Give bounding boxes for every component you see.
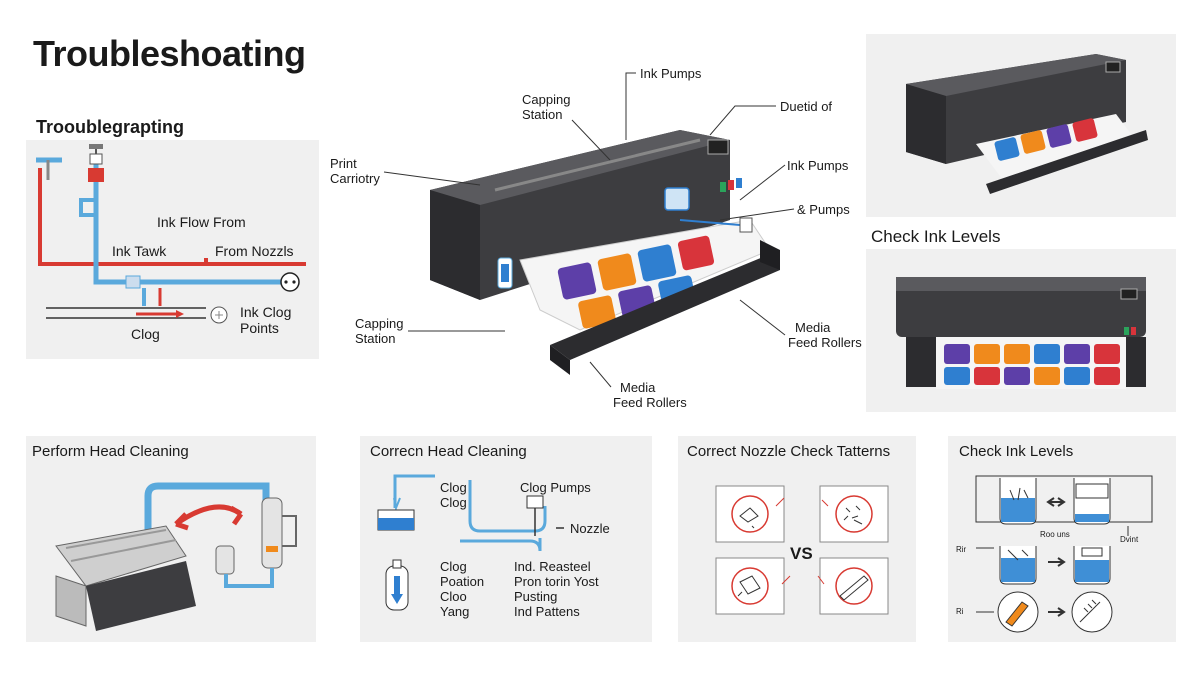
list-item: Ind Pattens — [514, 604, 580, 619]
label-capping-bot-1: Capping — [355, 316, 404, 331]
label-ink-clog: Ink Clog — [240, 304, 292, 320]
list-item: Pron torin Yost — [514, 574, 599, 589]
vs-label: VS — [790, 544, 813, 563]
ink-levels-small-3: Rir — [956, 545, 967, 554]
printer-photo-top-panel — [866, 34, 1176, 217]
label-media-bot-2: Feed Rollers — [613, 395, 687, 410]
label-media-right-2: Feed Rollers — [788, 335, 862, 350]
check-ink-levels-label-right: Check Ink Levels — [871, 227, 1001, 246]
label-ink-pumps-top: Ink Pumps — [640, 66, 702, 81]
list-item: Pusting — [514, 589, 558, 604]
list-item: Yang — [440, 604, 470, 619]
ink-levels-diagram — [975, 475, 1153, 633]
head-cleaning-illustration — [55, 482, 297, 631]
label-capping-top-1: Capping — [522, 92, 571, 107]
printer-illustration — [430, 130, 780, 375]
ink-levels-small-1: Roo uns — [1040, 530, 1070, 539]
correcn-head-cleaning-title: Correcn Head Cleaning — [370, 443, 527, 460]
label-and-pumps: & Pumps — [797, 202, 850, 217]
label-capping-bot-2: Station — [355, 331, 396, 346]
label-duetid: Duetid of — [780, 99, 833, 114]
nozzle-check-diagram — [715, 485, 889, 615]
ink-flow-diagram — [36, 144, 306, 324]
list-item: Clog — [440, 559, 467, 574]
label-ink-tawk: Ink Tawk — [112, 243, 167, 259]
correcn-clog-2: Clog — [440, 495, 467, 510]
perform-head-cleaning-title: Perform Head Cleaning — [32, 443, 189, 460]
check-ink-levels-title: Check Ink Levels — [959, 443, 1074, 460]
ink-flow-panel: Ink Flow From Ink Tawk From Nozzls Ink C… — [26, 140, 319, 359]
correcn-head-cleaning-panel: Correcn Head Cleaning Clog Clog Clog Pum… — [360, 436, 652, 642]
label-points: Points — [240, 320, 279, 336]
nozzle-check-title: Correct Nozzle Check Tatterns — [687, 443, 891, 460]
label-media-bot-1: Media — [620, 380, 656, 395]
label-print-2: Carriotry — [330, 171, 380, 186]
correcn-list-left: Clog Poation Cloo Yang — [440, 559, 484, 619]
correcn-diagram — [377, 474, 564, 611]
list-item: Cloo — [440, 589, 467, 604]
label-capping-top-2: Station — [522, 107, 563, 122]
printer-photo-top — [906, 54, 1148, 194]
label-ink-pumps-mid: Ink Pumps — [787, 158, 849, 173]
correcn-list-right: Ind. Reasteel Pron torin Yost Pusting In… — [514, 559, 599, 619]
ink-levels-small-2: Dvint — [1120, 535, 1139, 544]
list-item: Ind. Reasteel — [514, 559, 591, 574]
flow-heading: Trooublegrapting — [36, 117, 184, 137]
label-from-nozzls: From Nozzls — [215, 243, 294, 259]
label-print-1: Print — [330, 156, 357, 171]
list-item: Poation — [440, 574, 485, 589]
check-ink-levels-panel: Check Ink Levels Roo uns Dvint Rir Ri — [948, 436, 1176, 642]
label-clog: Clog — [131, 326, 160, 342]
correcn-clog-1: Clog — [440, 480, 467, 495]
printer-photo-bottom — [896, 277, 1146, 389]
correcn-clog-pumps: Clog Pumps — [520, 480, 591, 495]
perform-head-cleaning-panel: Perform Head Cleaning — [26, 436, 316, 642]
printer-photo-bottom-panel — [866, 249, 1176, 412]
ink-levels-small-4: Ri — [956, 607, 964, 616]
page-title: Troubleshoating — [33, 33, 306, 74]
nozzle-check-panel: Correct Nozzle Check Tatterns VS — [678, 436, 916, 642]
correcn-nozzle: Nozzle — [570, 521, 610, 536]
label-media-right-1: Media — [795, 320, 831, 335]
label-ink-flow-from: Ink Flow From — [157, 214, 246, 230]
